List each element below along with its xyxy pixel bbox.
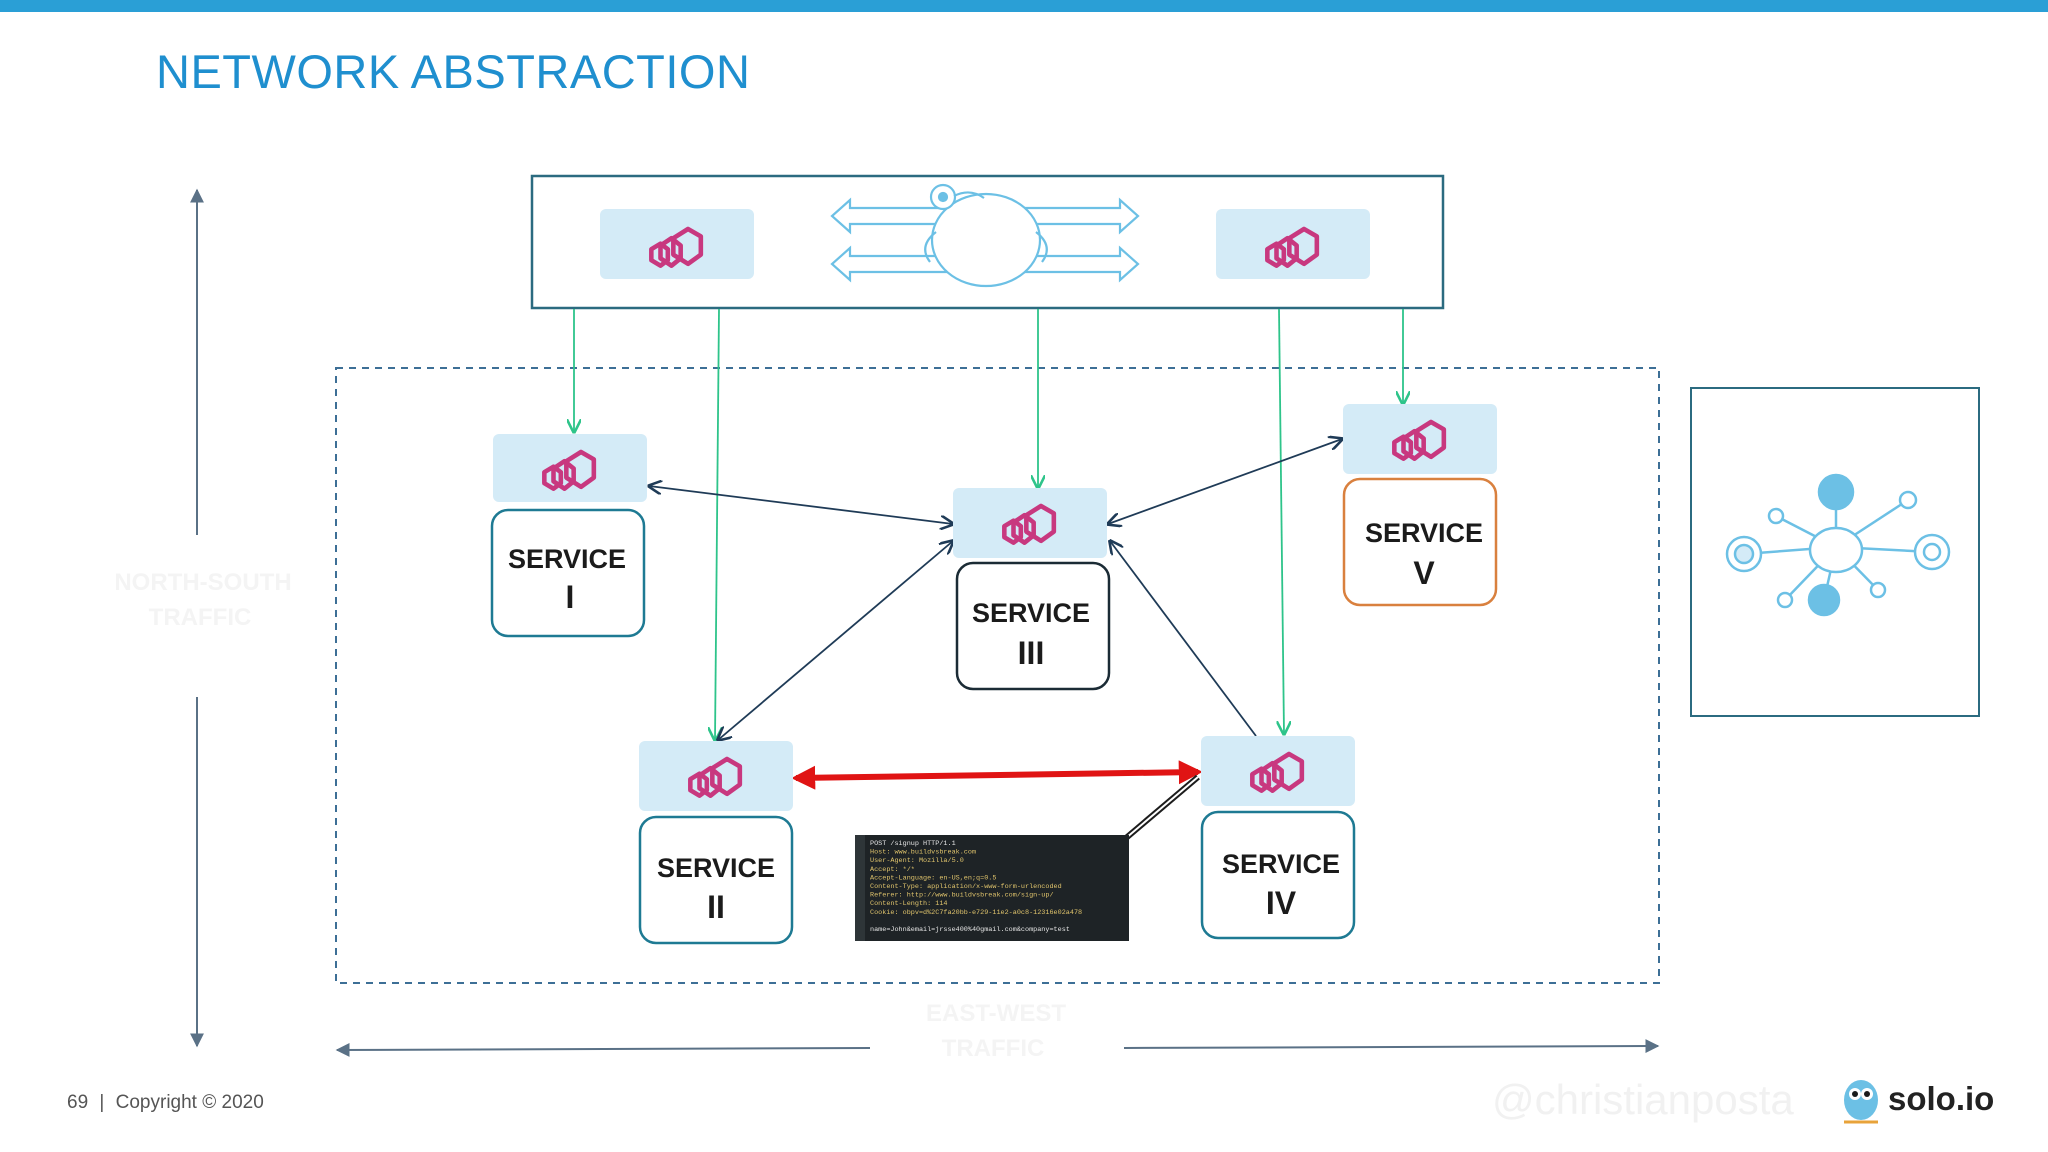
gloo-mascot-icon bbox=[830, 183, 1140, 288]
service-4-box[interactable] bbox=[1200, 810, 1356, 940]
north-south-axis: NORTH-SOUTH TRAFFIC bbox=[114, 188, 292, 1048]
service-1-label: SERVICE bbox=[508, 544, 626, 574]
north-south-label-line2: TRAFFIC bbox=[149, 604, 252, 631]
slide-title: NETWORK ABSTRACTION bbox=[156, 45, 751, 98]
request-snippet-line: POST /signup HTTP/1.1 bbox=[870, 840, 956, 848]
service-2-box[interactable] bbox=[638, 815, 794, 945]
sidecar-proxy bbox=[1343, 404, 1497, 474]
request-snippet-line: Referer: http://www.buildvsbreak.com/sig… bbox=[870, 892, 1054, 900]
request-snippet-line: User-Agent: Mozilla/5.0 bbox=[870, 857, 964, 865]
service-3-group: SERVICE III bbox=[953, 488, 1111, 691]
service-4-group: SERVICE IV bbox=[1200, 736, 1356, 940]
service-1-group: SERVICE I bbox=[490, 434, 647, 638]
request-snippet-line: Content-Type: application/x-www-form-url… bbox=[870, 883, 1062, 891]
watermark: @christianposta bbox=[1492, 1076, 1794, 1123]
east-west-axis: EAST-WEST TRAFFIC bbox=[335, 1000, 1660, 1062]
service-mesh-hub-icon bbox=[1725, 473, 1951, 617]
service-2-numeral: II bbox=[707, 889, 725, 925]
north-south-label-line1: NORTH-SOUTH bbox=[114, 569, 291, 596]
footer-separator: | bbox=[99, 1092, 105, 1113]
service-5-group: SERVICE V bbox=[1342, 404, 1498, 607]
service-5-box[interactable] bbox=[1342, 477, 1498, 607]
request-snippet-line: Accept-Language: en-US,en;q=0.5 bbox=[870, 874, 996, 882]
service-2-group: SERVICE II bbox=[638, 741, 794, 945]
highlighted-traffic-arrow bbox=[791, 760, 1203, 841]
mesh-traffic-arrows bbox=[649, 439, 1342, 740]
footer: 69 | Copyright © 2020 bbox=[67, 1092, 264, 1114]
service-3-numeral: III bbox=[1018, 635, 1045, 671]
east-west-label-line1: EAST-WEST bbox=[926, 1000, 1066, 1027]
sidecar-proxy bbox=[639, 741, 793, 811]
service-4-numeral: IV bbox=[1266, 885, 1297, 921]
sidecar-proxy bbox=[1201, 736, 1355, 806]
service-mesh-hub-panel bbox=[1690, 387, 1980, 717]
request-snippet-line: name=John&email=jrsse400%40gmail.com&com… bbox=[870, 926, 1070, 934]
logo-text: solo.io bbox=[1888, 1080, 1995, 1117]
sidecar-proxy bbox=[953, 488, 1107, 558]
mesh-boundary bbox=[335, 367, 1660, 984]
request-snippet-line: Cookie: obpv=d%2C7fa20bb-e729-11e2-a0c8-… bbox=[870, 909, 1082, 917]
request-snippet-line: Accept: */* bbox=[870, 866, 915, 874]
service-1-box[interactable] bbox=[490, 508, 646, 638]
service-3-box[interactable] bbox=[955, 561, 1111, 691]
service-4-label: SERVICE bbox=[1222, 849, 1340, 879]
service-5-numeral: V bbox=[1413, 555, 1435, 591]
service-1-numeral: I bbox=[566, 579, 575, 615]
copyright: Copyright © 2020 bbox=[115, 1092, 264, 1113]
request-snippet-line: Host: www.buildvsbreak.com bbox=[870, 849, 976, 857]
solo-owl-icon bbox=[1844, 1080, 1878, 1124]
service-2-label: SERVICE bbox=[657, 853, 775, 883]
service-5-label: SERVICE bbox=[1365, 518, 1483, 548]
request-snippet-line: Content-Length: 114 bbox=[870, 900, 948, 908]
top-accent-bar bbox=[0, 0, 2048, 12]
control-plane-box bbox=[530, 174, 1445, 310]
east-west-label-line2: TRAFFIC bbox=[942, 1035, 1045, 1062]
service-3-label: SERVICE bbox=[972, 598, 1090, 628]
page-number: 69 bbox=[67, 1092, 89, 1113]
